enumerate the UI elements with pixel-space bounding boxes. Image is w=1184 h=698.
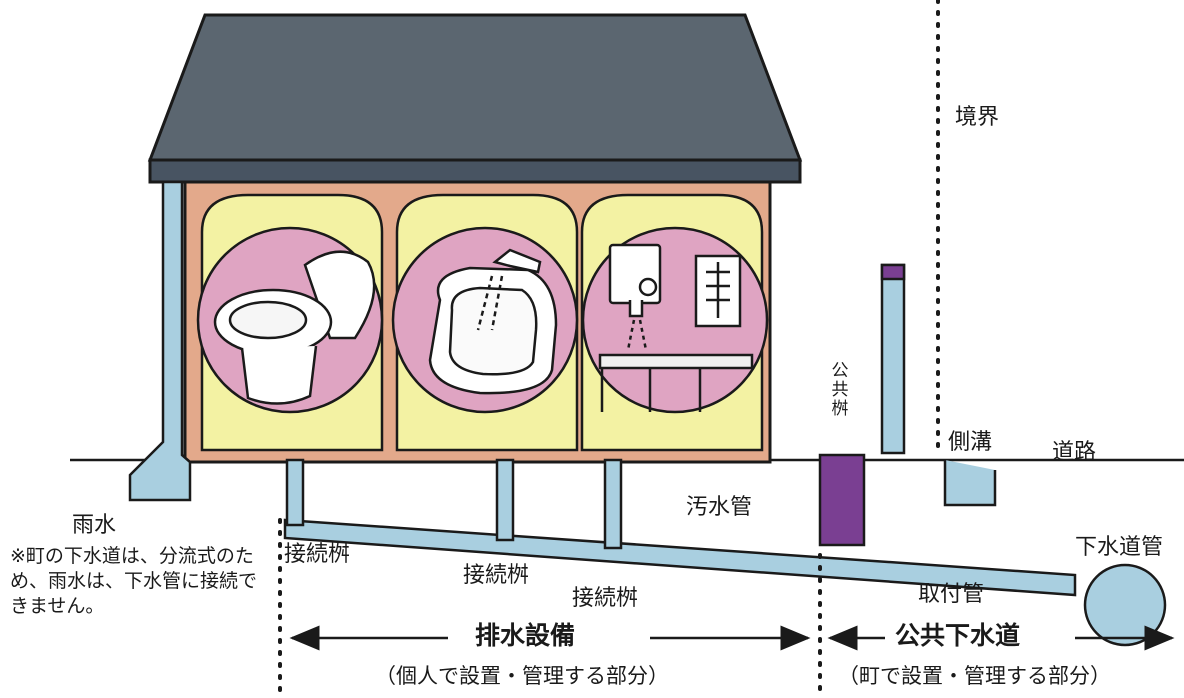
boundary-label: 境界 xyxy=(955,105,1000,130)
public-basin-label: 公共桝 xyxy=(831,361,849,420)
gutter-label: 側溝 xyxy=(948,430,993,455)
sewage-pipe xyxy=(283,518,1077,597)
bathtub-icon xyxy=(428,248,558,395)
drop-1 xyxy=(285,458,305,527)
sewage-pipe-label: 汚水管 xyxy=(686,495,753,520)
public-basin xyxy=(818,453,866,547)
public-section-title: 公共下水道 xyxy=(895,621,1021,650)
rainwater-label: 雨水 xyxy=(72,513,117,538)
road-label: 道路 xyxy=(1052,440,1097,465)
kitchen-icon xyxy=(598,243,754,412)
downspout xyxy=(128,180,192,502)
junction-box-label-1: 接続桝 xyxy=(284,542,351,567)
sewer-main xyxy=(1083,563,1167,647)
sewer-main-label: 下水道管 xyxy=(1075,535,1164,560)
gutter xyxy=(943,460,997,507)
private-section-title: 排水設備 xyxy=(475,621,576,650)
house-roof xyxy=(147,13,803,162)
toilet-icon xyxy=(213,250,376,405)
public-section-subtitle: （町で設置・管理する部分） xyxy=(838,664,1111,688)
junction-box-label-3: 接続桝 xyxy=(572,586,639,611)
private-section-subtitle: （個人で設置・管理する部分） xyxy=(375,664,669,688)
vent-pipe xyxy=(880,263,906,455)
vent-cap xyxy=(880,263,906,281)
rainwater-note: ※町の下水道は、分流式のため、雨水は、下水管に接続できません。 xyxy=(10,545,258,618)
junction-box-label-2: 接続桝 xyxy=(463,563,530,588)
drop-3 xyxy=(603,458,623,550)
connection-pipe-label: 取付管 xyxy=(918,582,985,607)
drop-2 xyxy=(495,458,515,542)
roof-eave xyxy=(148,158,802,184)
